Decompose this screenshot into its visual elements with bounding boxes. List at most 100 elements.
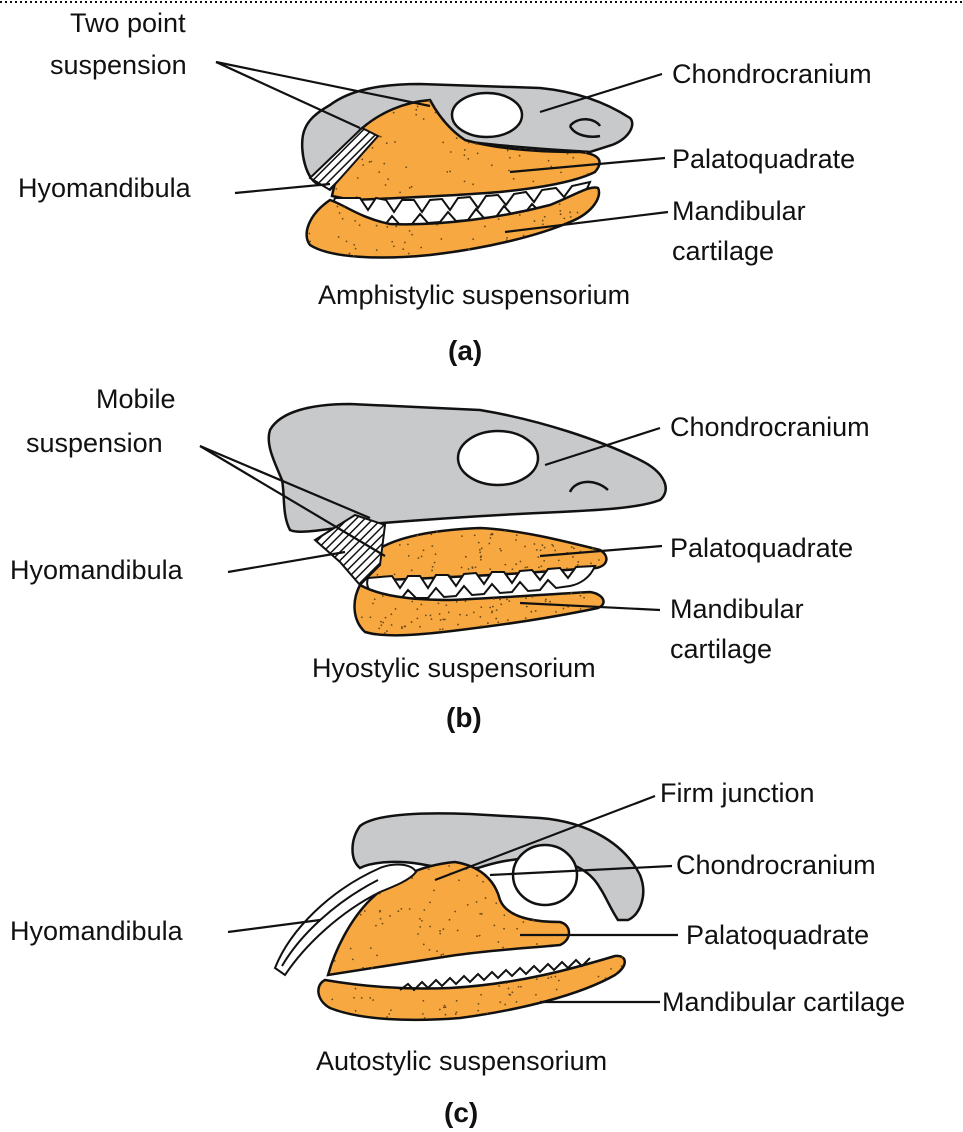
speckle-dot: [479, 935, 481, 937]
speckle-dot: [458, 879, 460, 881]
speckle-dot: [480, 606, 482, 608]
speckle-dot: [353, 255, 355, 257]
speckle-dot: [479, 549, 481, 551]
speckle-dot: [549, 601, 551, 603]
speckle-dot: [467, 158, 469, 160]
speckle-dot: [481, 547, 483, 549]
speckle-dot: [350, 948, 352, 950]
speckle-dot: [513, 178, 515, 180]
eye-a: [452, 93, 522, 137]
speckle-dot: [369, 997, 371, 999]
speckle-dot: [369, 161, 371, 163]
speckle-dot: [506, 239, 508, 241]
speckle-dot: [384, 632, 386, 634]
speckle-dot: [461, 567, 463, 569]
speckle-dot: [456, 137, 458, 139]
speckle-dot: [434, 562, 436, 564]
speckle-dot: [380, 918, 382, 920]
speckle-dot: [343, 206, 345, 208]
speckle-dot: [560, 213, 562, 215]
speckle-dot: [523, 235, 525, 237]
speckle-dot: [423, 118, 425, 120]
speckle-dot: [430, 533, 432, 535]
speckle-dot: [477, 153, 479, 155]
speckle-dot: [487, 622, 489, 624]
speckle-dot: [436, 531, 438, 533]
speckle-dot: [423, 943, 425, 945]
speckle-dot: [419, 926, 421, 928]
speckle-dot: [467, 904, 469, 906]
speckle-dot: [425, 614, 427, 616]
speckle-dot: [394, 141, 396, 143]
speckle-dot: [550, 976, 552, 978]
speckle-dot: [442, 628, 444, 630]
speckle-dot: [572, 157, 574, 159]
speckle-dot: [309, 240, 311, 242]
speckle-dot: [526, 566, 528, 568]
speckle-dot: [551, 544, 553, 546]
speckle-dot: [429, 949, 431, 951]
speckle-dot: [360, 914, 362, 916]
speckle-dot: [545, 598, 547, 600]
speckle-dot: [573, 547, 575, 549]
speckle-dot: [457, 624, 459, 626]
speckle-dot: [484, 226, 486, 228]
speckle-dot: [473, 612, 475, 614]
speckle-dot: [558, 980, 560, 982]
speckle-dot: [342, 218, 344, 220]
speckle-dot: [478, 1003, 480, 1005]
speckle-dot: [520, 561, 522, 563]
speckle-dot: [502, 947, 504, 949]
speckle-dot: [391, 624, 393, 626]
speckle-dot: [409, 230, 411, 232]
speckle-dot: [402, 248, 404, 250]
speckle-dot: [465, 556, 467, 558]
speckle-dot: [474, 534, 476, 536]
speckle-dot: [444, 1005, 446, 1007]
speckle-dot: [411, 621, 413, 623]
speckle-dot: [555, 976, 557, 978]
speckle-dot: [395, 226, 397, 228]
speckle-dot: [444, 619, 446, 621]
speckle-dot: [605, 977, 607, 979]
leader-hyomandibula-a: [235, 184, 330, 193]
speckle-dot: [519, 155, 521, 157]
speckle-dot: [424, 1017, 426, 1019]
speckle-dot: [526, 606, 528, 608]
speckle-dot: [468, 568, 470, 570]
speckle-dot: [386, 630, 388, 632]
speckle-dot: [378, 627, 380, 629]
speckle-dot: [558, 560, 560, 562]
speckle-dot: [407, 543, 409, 545]
speckle-dot: [542, 220, 544, 222]
speckle-dot: [497, 621, 499, 623]
speckle-dot: [479, 913, 481, 915]
speckle-dot: [442, 618, 444, 620]
speckle-dot: [499, 1001, 501, 1003]
speckle-dot: [577, 212, 579, 214]
speckle-dot: [339, 212, 341, 214]
speckle-dot: [420, 604, 422, 606]
label-mobile-1: Mobile: [96, 384, 176, 414]
label-hyomandibula-a: Hyomandibula: [18, 173, 192, 203]
speckle-dot: [507, 150, 509, 152]
speckle-dot: [399, 191, 401, 193]
speckle-dot: [476, 935, 478, 937]
speckle-dot: [532, 180, 534, 182]
speckle-dot: [349, 253, 351, 255]
speckle-dot: [355, 988, 357, 990]
speckle-dot: [493, 598, 495, 600]
panel-c: Firm junction Chondrocranium Palatoquadr…: [10, 778, 905, 1128]
speckle-dot: [500, 550, 502, 552]
speckle-dot: [417, 535, 419, 537]
speckle-dot: [449, 171, 451, 173]
speckle-dot: [405, 166, 407, 168]
speckle-dot: [370, 161, 372, 163]
speckle-dot: [388, 1013, 390, 1015]
speckle-dot: [518, 986, 520, 988]
speckle-dot: [331, 998, 333, 1000]
speckle-dot: [536, 978, 538, 980]
speckle-dot: [382, 595, 384, 597]
speckle-dot: [433, 889, 435, 891]
speckle-dot: [570, 216, 572, 218]
